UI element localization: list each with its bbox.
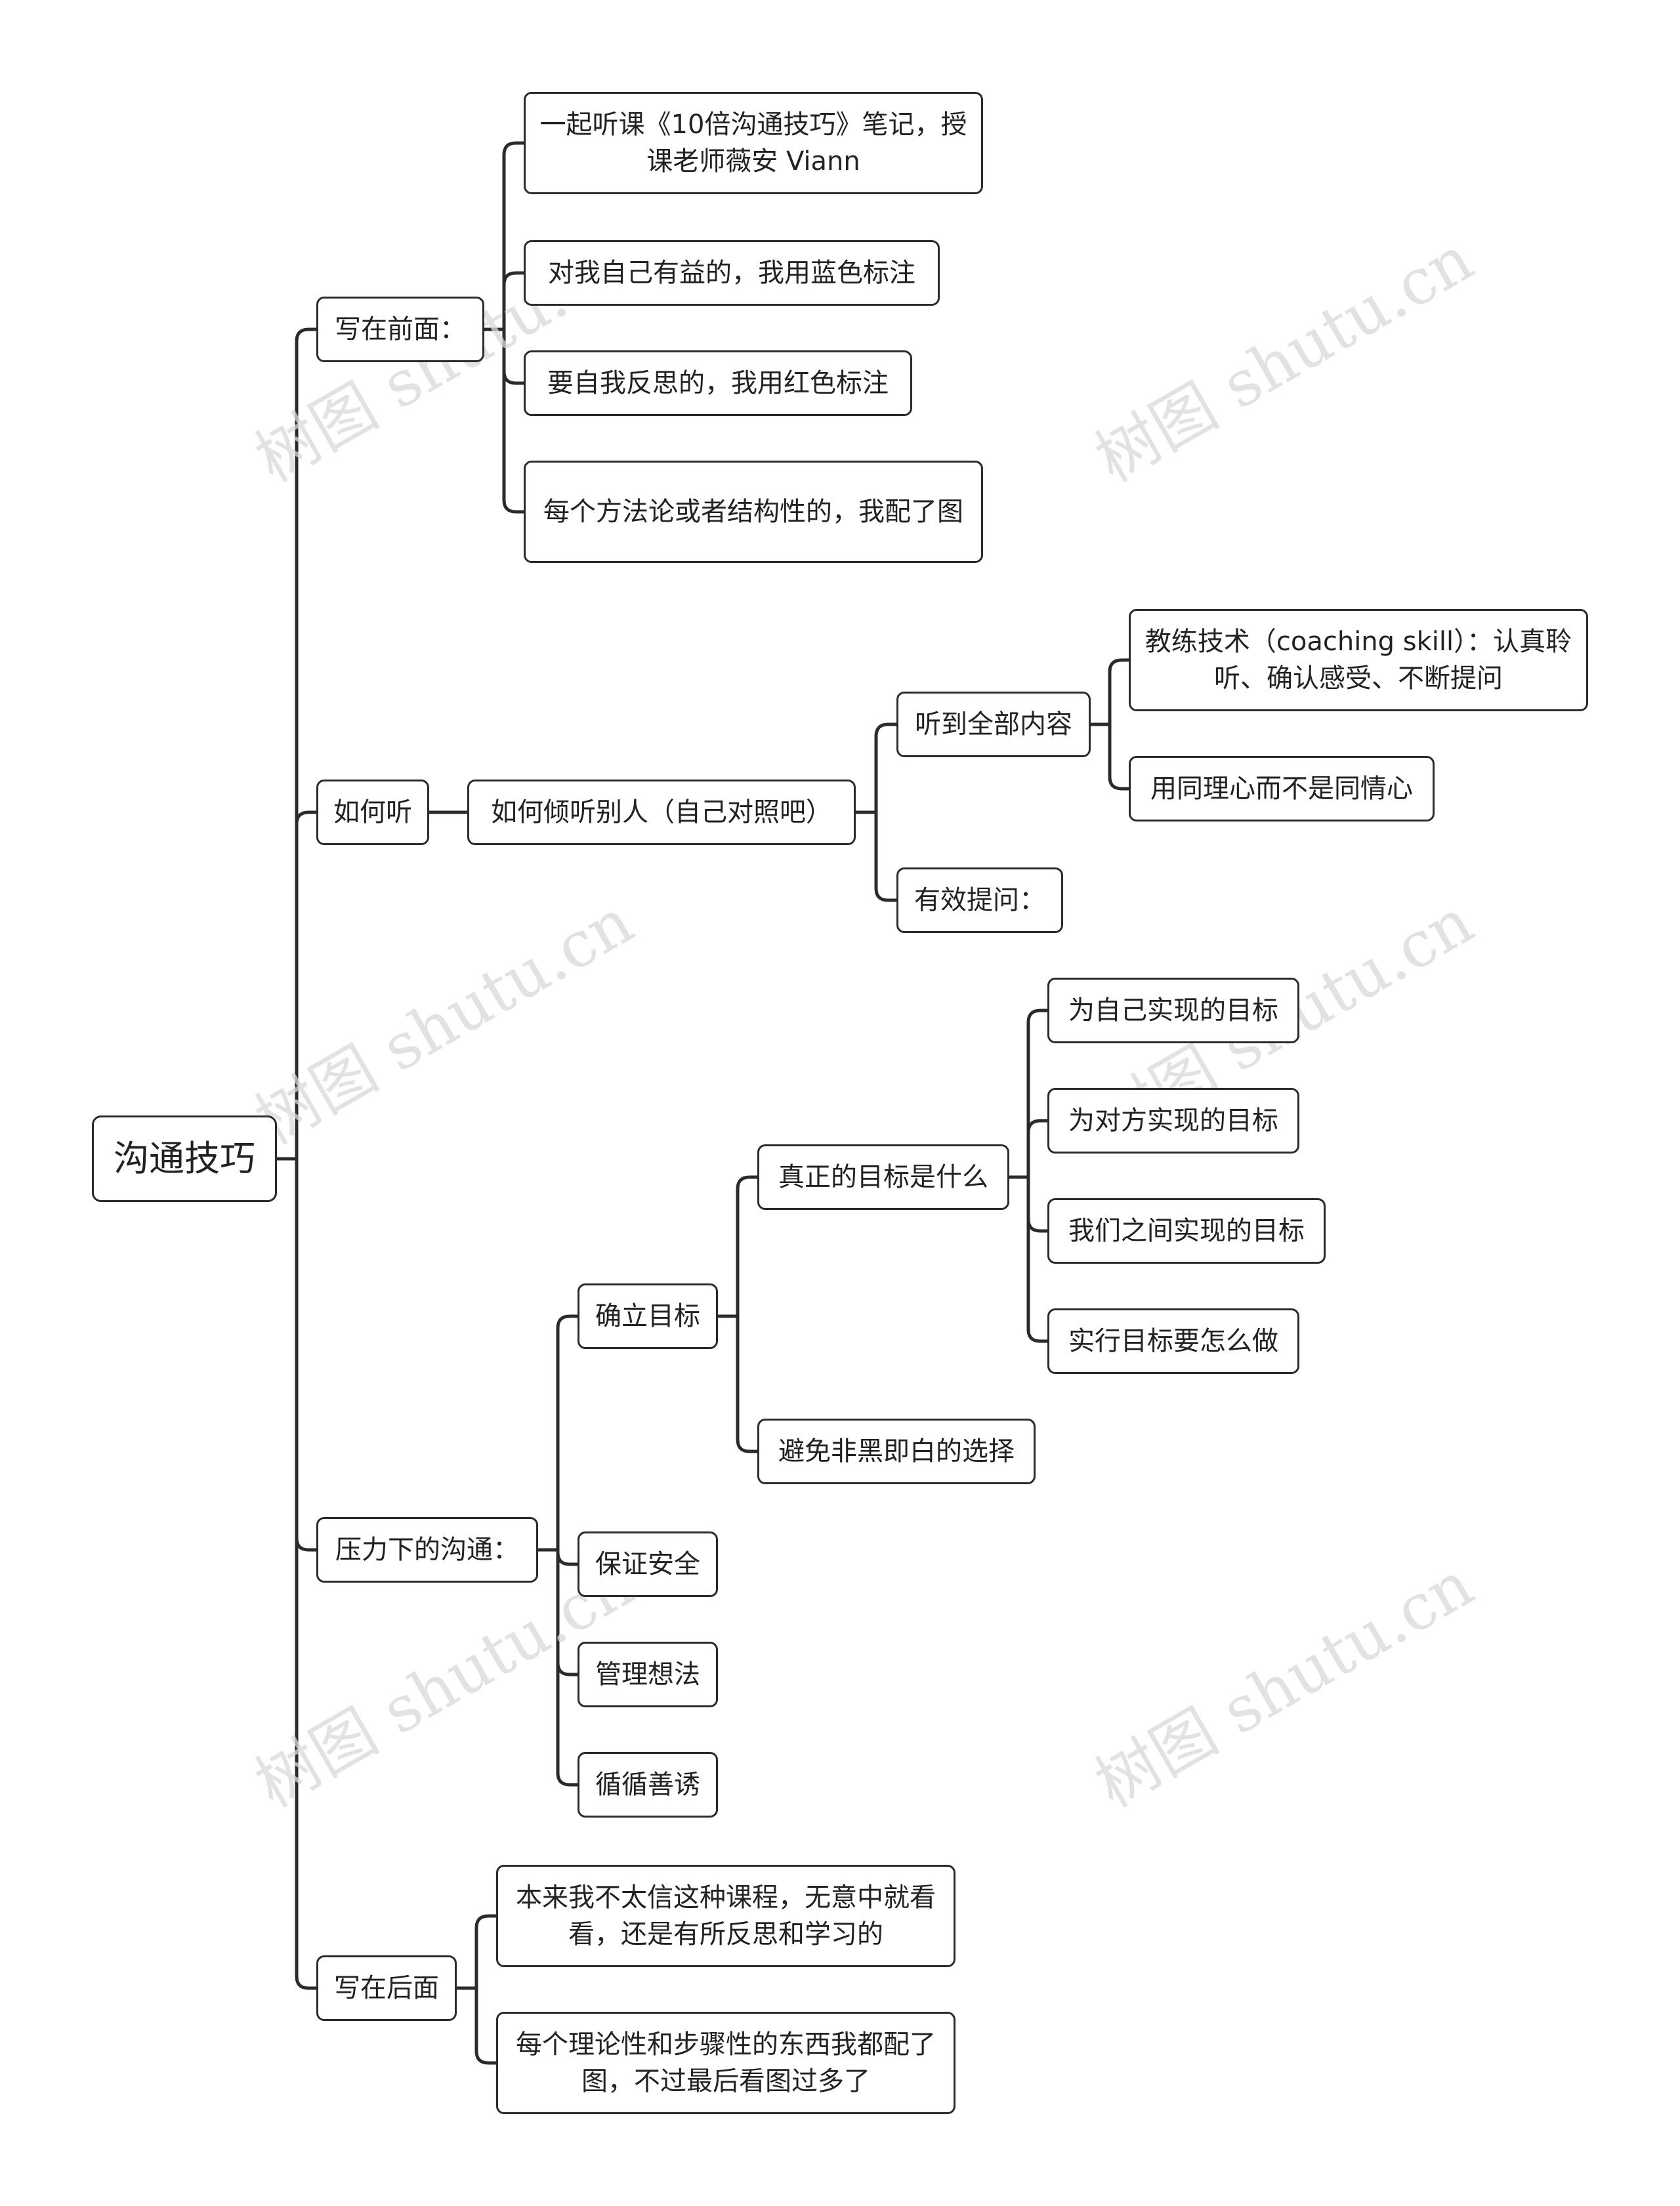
branch-node-afterword[interactable]: 写在后面 bbox=[316, 1955, 457, 2021]
preface-item[interactable]: 每个方法论或者结构性的，我配了图 bbox=[524, 461, 983, 563]
pressure-item[interactable]: 保证安全 bbox=[578, 1531, 718, 1597]
listening-detail[interactable]: 教练技术（coaching skill）：认真聆听、确认感受、不断提问 bbox=[1129, 609, 1588, 711]
listening-item[interactable]: 有效提问： bbox=[896, 867, 1063, 933]
connector-n-root bbox=[275, 327, 318, 1990]
preface-item[interactable]: 对我自己有益的，我用蓝色标注 bbox=[524, 240, 940, 306]
goal-item[interactable]: 真正的目标是什么 bbox=[757, 1144, 1009, 1210]
goal-detail[interactable]: 为对方实现的目标 bbox=[1047, 1088, 1299, 1154]
pressure-item[interactable]: 循循善诱 bbox=[578, 1752, 718, 1818]
preface-item[interactable]: 要自我反思的，我用红色标注 bbox=[524, 350, 912, 416]
goal-detail[interactable]: 我们之间实现的目标 bbox=[1047, 1198, 1326, 1264]
connector-n-b3c0a bbox=[1007, 1009, 1049, 1343]
connector-n-b4 bbox=[455, 1914, 498, 2065]
connector-n-b1 bbox=[482, 141, 526, 514]
connector-n-b2c bbox=[854, 722, 898, 902]
afterword-item[interactable]: 每个理论性和步骤性的东西我都配了图，不过最后看图过多了 bbox=[496, 2012, 956, 2114]
pressure-item[interactable]: 确立目标 bbox=[578, 1283, 718, 1349]
connector-n-b3c0 bbox=[716, 1175, 759, 1453]
listening-item[interactable]: 听到全部内容 bbox=[896, 692, 1091, 757]
branch-node-listening[interactable]: 如何听 bbox=[316, 780, 429, 845]
goal-detail[interactable]: 为自己实现的目标 bbox=[1047, 978, 1299, 1043]
listening-subtopic[interactable]: 如何倾听别人（自己对照吧） bbox=[467, 780, 856, 845]
connector-n-b3 bbox=[536, 1314, 579, 1787]
listening-detail[interactable]: 用同理心而不是同情心 bbox=[1129, 756, 1435, 822]
root-node[interactable]: 沟通技巧 bbox=[92, 1115, 277, 1202]
branch-node-pressure[interactable]: 压力下的沟通： bbox=[316, 1517, 538, 1583]
goal-item[interactable]: 避免非黑即白的选择 bbox=[757, 1419, 1036, 1484]
preface-item[interactable]: 一起听课《10倍沟通技巧》笔记，授课老师薇安 Viann bbox=[524, 92, 983, 194]
goal-detail[interactable]: 实行目标要怎么做 bbox=[1047, 1308, 1299, 1374]
afterword-item[interactable]: 本来我不太信这种课程，无意中就看看，还是有所反思和学习的 bbox=[496, 1865, 956, 1967]
connector-n-b2c0 bbox=[1089, 658, 1131, 791]
branch-node-preface[interactable]: 写在前面： bbox=[316, 297, 484, 362]
pressure-item[interactable]: 管理想法 bbox=[578, 1642, 718, 1707]
